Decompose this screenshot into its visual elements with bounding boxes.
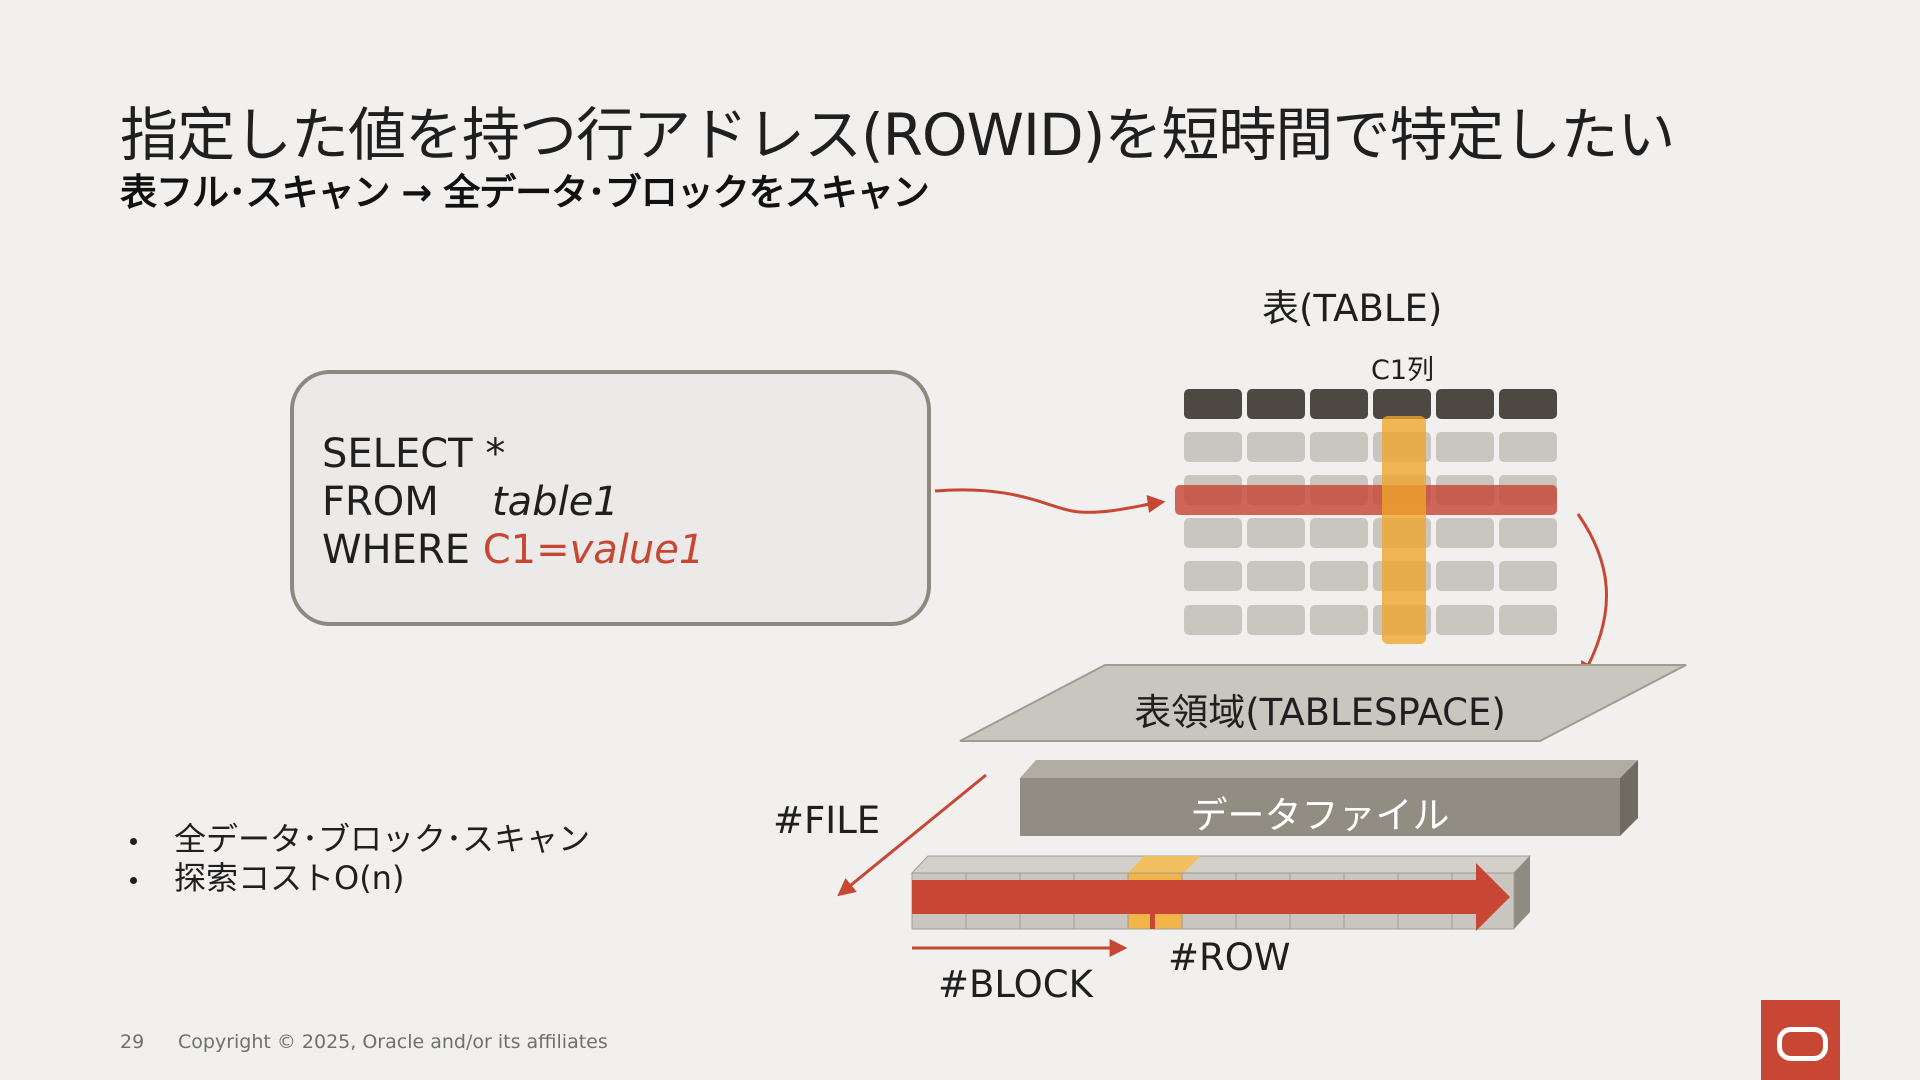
body-cell (1247, 518, 1305, 548)
tablespace-shape (959, 664, 1687, 742)
header-cell (1373, 389, 1431, 419)
row-to-tablespace-arrow (1576, 513, 1608, 681)
oracle-logo (1761, 1000, 1840, 1080)
table-label: 表(TABLE) (1262, 287, 1443, 330)
body-cell (1184, 561, 1242, 591)
query-to-row-arrow (934, 488, 1166, 514)
header-cell (1499, 389, 1557, 419)
bullet-item: 探索コストO(n) (128, 859, 590, 898)
header-cell (1436, 389, 1494, 419)
full-scan-arrow (912, 863, 1510, 931)
sql-select-line: SELECT * (322, 430, 704, 478)
body-cell (1310, 432, 1368, 462)
row-marker (1150, 914, 1155, 929)
bullet-list: 全データ･ブロック･スキャン 探索コストO(n) (128, 820, 590, 898)
body-cell (1436, 561, 1494, 591)
oracle-logo-icon (1777, 1027, 1828, 1061)
body-cell (1499, 605, 1557, 635)
table-grid (1175, 389, 1557, 644)
body-cell (1247, 561, 1305, 591)
block-label: #BLOCK (938, 963, 1093, 1006)
body-cell (1499, 518, 1557, 548)
sql-table-name: table1 (492, 479, 619, 525)
sql-from-line: FROM table1 (322, 478, 704, 526)
body-cell (1436, 605, 1494, 635)
datafile-label: データファイル (1190, 794, 1450, 837)
body-cell (1310, 561, 1368, 591)
slide-subtitle: 表フル･スキャン → 全データ･ブロックをスキャン (120, 171, 930, 214)
sql-where-keyword: WHERE (322, 527, 470, 573)
sql-where-line: WHERE C1=value1 (322, 526, 704, 574)
copyright-text: Copyright © 2025, Oracle and/or its affi… (178, 1031, 608, 1053)
header-cell (1247, 389, 1305, 419)
datafile-shape (1020, 760, 1638, 836)
header-cell (1310, 389, 1368, 419)
sql-from-keyword: FROM (322, 479, 439, 525)
body-cell (1184, 432, 1242, 462)
table-header-row (1184, 389, 1557, 419)
body-cell (1247, 432, 1305, 462)
body-cell (1499, 561, 1557, 591)
body-cell (1436, 432, 1494, 462)
sql-query-box: SELECT * FROM table1 WHERE C1=value1 (290, 370, 931, 626)
body-cell (1499, 432, 1557, 462)
body-cell (1184, 518, 1242, 548)
page-number: 29 (120, 1031, 145, 1053)
body-cell (1247, 605, 1305, 635)
c1-column-label: C1列 (1371, 355, 1435, 386)
sql-condition-column: C1= (482, 527, 570, 573)
sql-select-target: * (485, 431, 506, 477)
sql-query-text: SELECT * FROM table1 WHERE C1=value1 (322, 430, 704, 574)
tablespace-label: 表領域(TABLESPACE) (1134, 691, 1506, 734)
file-arrow (837, 773, 987, 897)
table-body-row (1184, 605, 1557, 635)
body-cell (1310, 605, 1368, 635)
body-cell (1184, 605, 1242, 635)
matched-row-highlight (1175, 485, 1557, 515)
sql-condition-value: value1 (569, 527, 705, 573)
c1-column-highlight (1382, 416, 1426, 644)
slide-title: 指定した値を持つ行アドレス(ROWID)を短時間で特定したい (120, 101, 1675, 169)
row-label: #ROW (1168, 936, 1291, 979)
sql-select-keyword: SELECT (322, 431, 473, 477)
table-body-row (1184, 518, 1557, 548)
header-cell (1184, 389, 1242, 419)
table-body-row (1184, 432, 1557, 462)
file-label: #FILE (773, 799, 881, 842)
table-body-row (1184, 561, 1557, 591)
body-cell (1310, 518, 1368, 548)
bullet-item: 全データ･ブロック･スキャン (128, 820, 590, 859)
body-cell (1436, 518, 1494, 548)
